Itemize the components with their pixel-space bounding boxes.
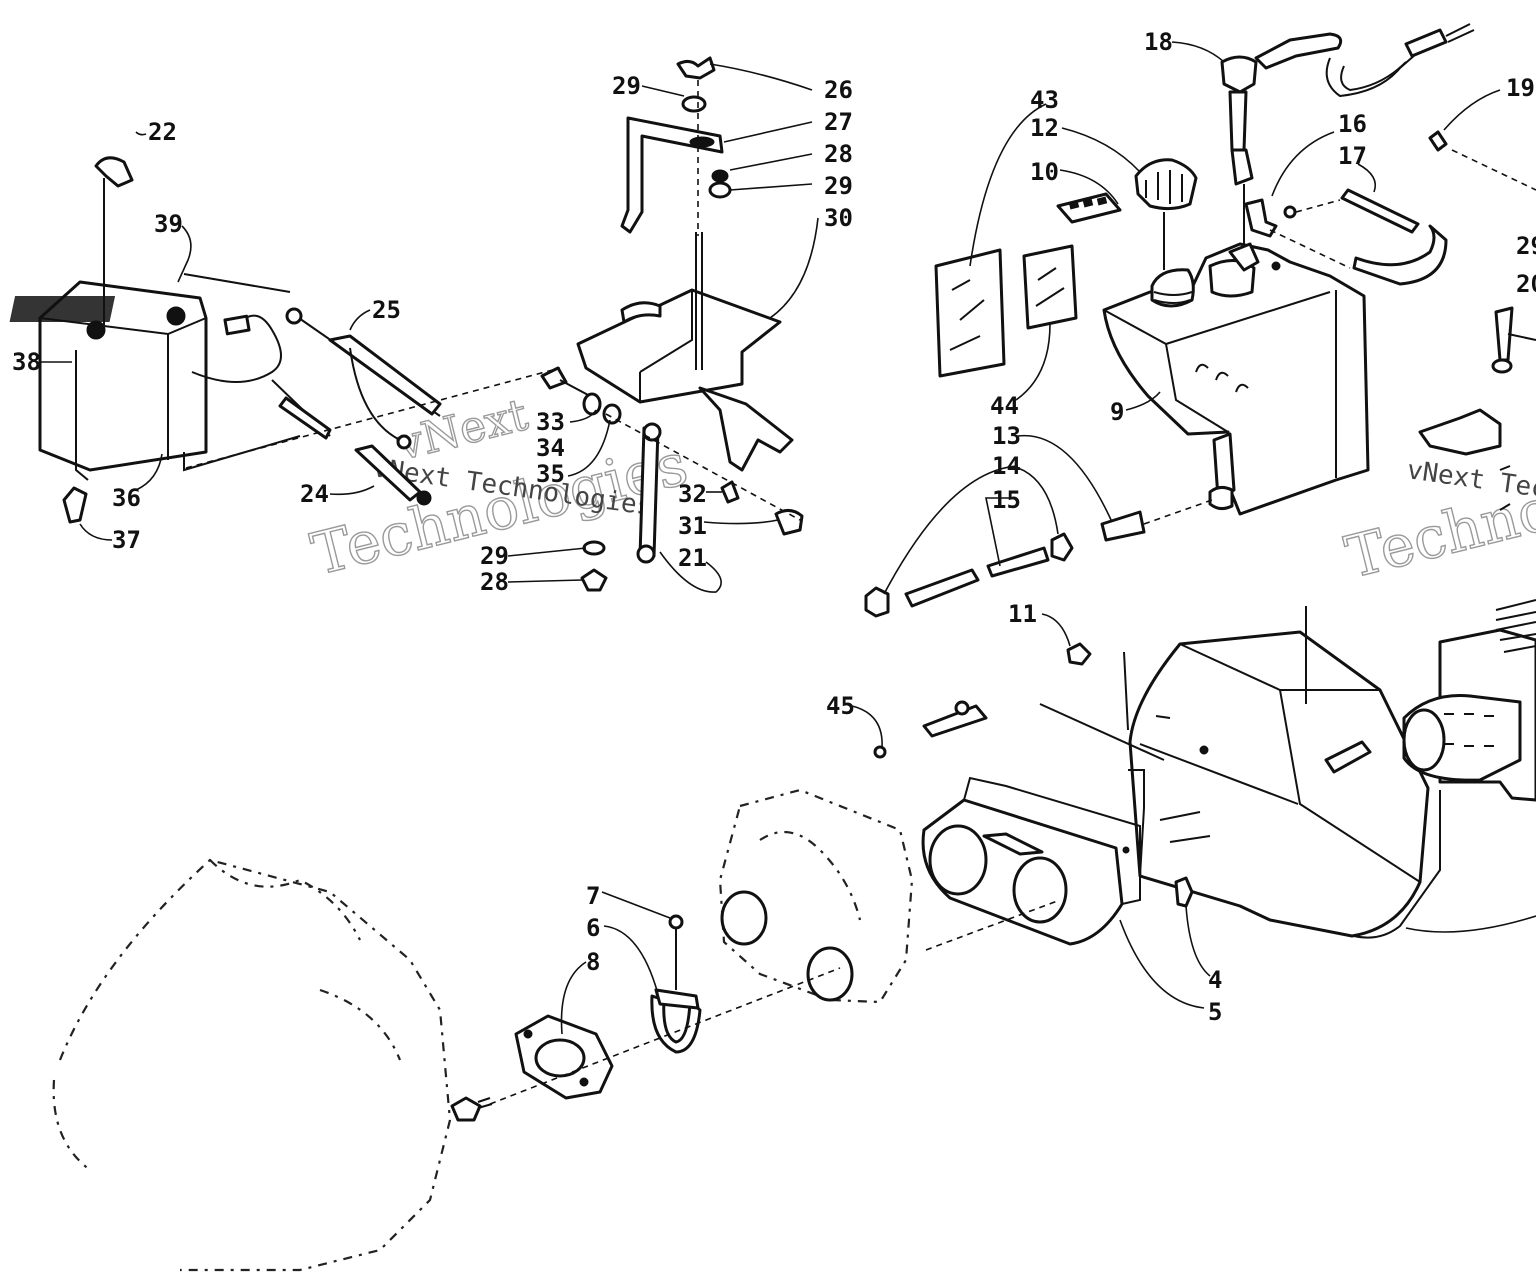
battery-terminal-boot-22 <box>94 156 134 325</box>
callout-21: 21 <box>678 544 707 572</box>
callout-15: 15 <box>992 486 1021 514</box>
callout-5: 5 <box>1208 998 1222 1026</box>
callout-39: 39 <box>154 210 183 238</box>
oil-tank-neck <box>1150 268 1195 308</box>
callout-7: 7 <box>586 882 600 910</box>
callout-28-top: 28 <box>824 140 853 168</box>
battery-strap-27 <box>620 116 724 234</box>
callout-44: 44 <box>990 392 1019 420</box>
callout-29-top: 29 <box>612 72 641 100</box>
callout-29-right: 29 <box>1516 232 1536 260</box>
fitting-16 <box>1244 198 1297 238</box>
callout-30: 30 <box>824 204 853 232</box>
callout-43: 43 <box>1030 86 1059 114</box>
air-box-end-5 <box>921 776 1141 946</box>
centerline-battery <box>185 367 561 469</box>
callout-35: 35 <box>536 460 565 488</box>
callout-8: 8 <box>586 948 600 976</box>
callout-22: 22 <box>148 118 177 146</box>
washer-29-mid <box>708 169 732 199</box>
filler-cap-12 <box>1134 158 1198 270</box>
wire-harness-25 <box>191 307 442 506</box>
callout-27: 27 <box>824 108 853 136</box>
callout-34: 34 <box>536 434 565 462</box>
clamp-45 <box>873 700 988 759</box>
screw-4 <box>1174 876 1194 908</box>
flange-8 <box>514 1014 614 1100</box>
callout-36: 36 <box>112 484 141 512</box>
callout-11: 11 <box>1008 600 1037 628</box>
bolt-right-edge <box>1418 306 1536 511</box>
callout-31: 31 <box>678 512 707 540</box>
callout-10: 10 <box>1030 158 1059 186</box>
leader-lines <box>40 41 1536 1035</box>
callout-13: 13 <box>992 422 1021 450</box>
bolt-flange <box>450 1096 493 1122</box>
callout-labels: 4 5 6 7 8 9 10 11 12 13 14 15 16 17 18 1… <box>12 28 1536 1026</box>
centerline-airbox <box>925 899 1061 951</box>
leader-silencer-bracket <box>1039 606 1307 761</box>
callout-9: 9 <box>1110 398 1124 426</box>
wing-nut-26 <box>676 56 716 80</box>
callout-18: 18 <box>1144 28 1173 56</box>
callout-16: 16 <box>1338 110 1367 138</box>
callout-19: 19 <box>1506 74 1535 102</box>
oil-tank-outlet <box>1208 432 1236 511</box>
callout-33: 33 <box>536 408 565 436</box>
centerline-tray-bolt <box>605 413 801 521</box>
callout-37: 37 <box>112 526 141 554</box>
callout-17: 17 <box>1338 142 1367 170</box>
decal-10 <box>1056 192 1122 224</box>
air-filter-screen <box>1402 599 1536 802</box>
decal-44 <box>1022 244 1078 330</box>
battery <box>9 280 208 481</box>
callout-38: 38 <box>12 348 41 376</box>
callout-25: 25 <box>372 296 401 324</box>
washer-29-top <box>681 95 707 113</box>
callout-32: 32 <box>678 480 707 508</box>
hold-down-rod-21 <box>636 422 662 564</box>
oil-line-fittings-13-14-15 <box>864 499 1213 618</box>
callout-12: 12 <box>1030 114 1059 142</box>
hose-17 <box>1340 188 1448 286</box>
callout-28-bottom: 28 <box>480 568 509 596</box>
callout-29-mid: 29 <box>824 172 853 200</box>
stud-7 <box>668 914 684 990</box>
carburetor-ghost-outline <box>52 858 452 1272</box>
callout-45: 45 <box>826 692 855 720</box>
callout-20: 20 <box>1516 270 1536 298</box>
screw-11 <box>1066 642 1092 666</box>
engine-ghost-outline <box>718 788 914 1004</box>
clip-19 <box>1428 130 1448 152</box>
lower-bracket <box>698 386 794 472</box>
washer-29-nut-28-bottom <box>580 540 608 592</box>
oil-tank-9 <box>1102 242 1370 516</box>
decal-43 <box>934 248 1006 378</box>
callout-24: 24 <box>300 480 329 508</box>
battery-cable-37 <box>62 486 88 524</box>
centerline-intake <box>489 967 841 1105</box>
callout-4: 4 <box>1208 966 1222 994</box>
air-silencer-housing <box>1128 630 1441 939</box>
clamp-6 <box>650 988 702 1054</box>
callout-6: 6 <box>586 914 600 942</box>
centerline-fitting <box>1269 149 1536 269</box>
callout-26: 26 <box>824 76 853 104</box>
callout-14: 14 <box>992 452 1021 480</box>
oil-sender-18 <box>1220 23 1475 244</box>
battery-tray-30 <box>576 232 782 404</box>
callout-29-bottom: 29 <box>480 542 509 570</box>
